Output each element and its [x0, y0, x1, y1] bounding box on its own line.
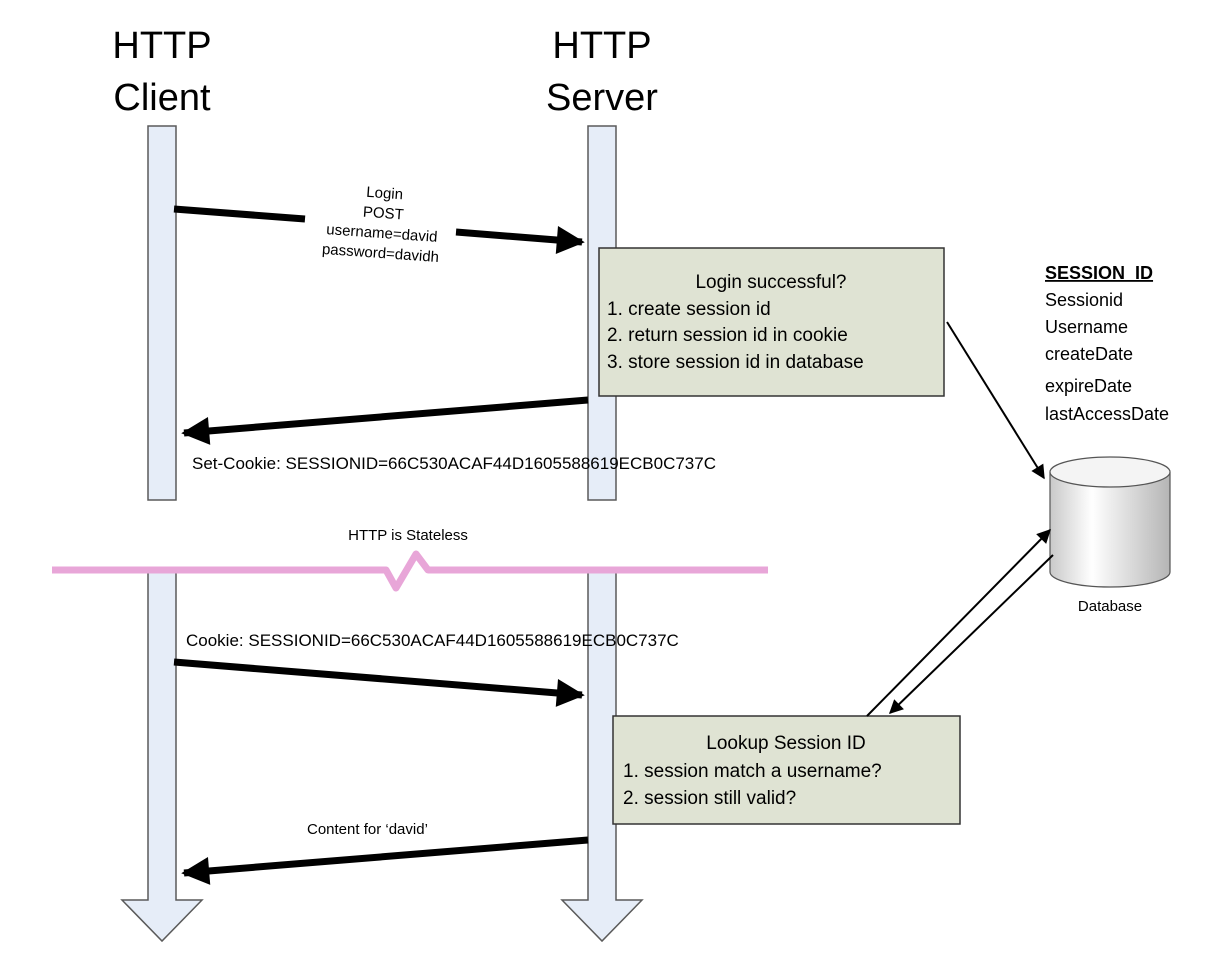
cookie-request-label: Cookie: SESSIONID=66C530ACAF44D160558861… — [186, 631, 679, 650]
server-title-line2: Server — [546, 77, 658, 119]
query-session-arrow — [866, 529, 1051, 717]
session-field-2: Username — [1045, 317, 1128, 337]
lookup-box-title: Lookup Session ID — [706, 733, 866, 754]
login-box-item-1: 1. create session id — [607, 299, 771, 320]
login-request-arrow — [173, 205, 585, 254]
client-title-line1: HTTP — [112, 25, 211, 67]
cookie-request-arrow — [173, 658, 585, 707]
session-field-1: Sessionid — [1045, 290, 1123, 310]
login-box-item-3: 3. store session id in database — [607, 352, 864, 373]
set-cookie-arrow — [181, 396, 589, 445]
lookup-session-box: Lookup Session ID 1. session match a use… — [612, 715, 961, 825]
session-table: SESSION_ID Sessionid Username createDate… — [1045, 263, 1169, 424]
stateless-break-line — [52, 550, 768, 592]
lookup-box-item-1: 1. session match a username? — [623, 761, 882, 782]
content-response-arrow — [181, 836, 589, 885]
lookup-box-item-2: 2. session still valid? — [623, 788, 796, 809]
database-label: Database — [1078, 598, 1142, 615]
session-field-3: createDate — [1045, 344, 1133, 364]
session-table-title: SESSION_ID — [1045, 263, 1153, 283]
stateless-label: HTTP is Stateless — [348, 527, 468, 544]
login-request-label: Login POST username=david password=david… — [321, 184, 439, 266]
login-box-title: Login successful? — [695, 272, 846, 293]
server-title-line1: HTTP — [552, 25, 651, 67]
session-result-arrow — [888, 554, 1054, 714]
set-cookie-label: Set-Cookie: SESSIONID=66C530ACAF44D16055… — [192, 454, 716, 473]
store-session-arrow — [946, 321, 1045, 480]
login-successful-box: Login successful? 1. create session id 2… — [598, 247, 945, 397]
login-request-line1: Login — [366, 184, 404, 204]
session-field-5: lastAccessDate — [1045, 404, 1169, 424]
login-request-line2: POST — [362, 204, 404, 224]
session-field-4: expireDate — [1045, 376, 1132, 396]
content-response-label: Content for ‘david’ — [307, 821, 428, 838]
client-title-line2: Client — [113, 77, 211, 119]
client-lifeline — [120, 125, 204, 943]
database-icon — [1049, 456, 1171, 588]
login-box-item-2: 2. return session id in cookie — [607, 325, 848, 346]
